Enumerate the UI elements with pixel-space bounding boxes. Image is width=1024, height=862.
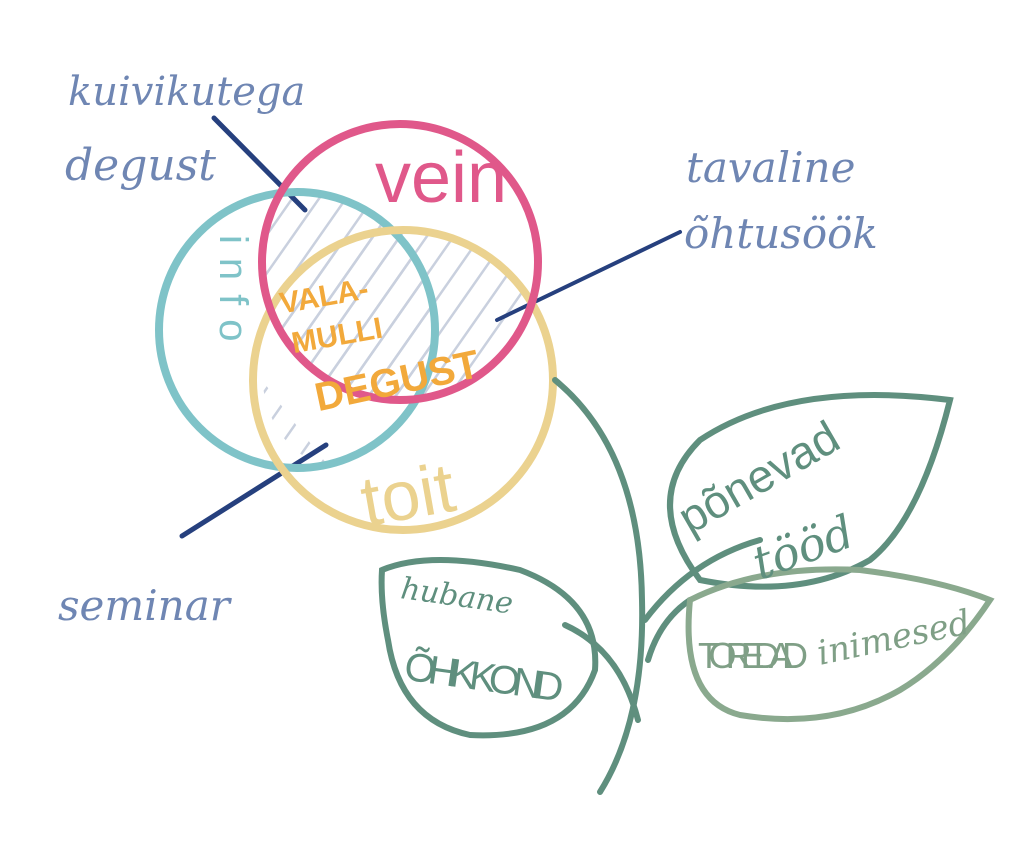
leaf-toredad-inimesed	[685, 566, 995, 723]
leaf-hubane-ohkkond	[378, 557, 599, 739]
label-tood: tööd	[745, 504, 861, 590]
label-vein: vein	[375, 138, 507, 218]
label-hubane: hubane	[399, 571, 516, 621]
label-info: info	[211, 235, 255, 356]
label-tavaline: tavaline	[686, 143, 855, 192]
connector-line-seminar	[179, 442, 329, 539]
label-ohkkond: ÕHKKOND	[402, 644, 567, 711]
label-toredad: TOREDAD	[698, 635, 808, 676]
label-degust: degust	[65, 140, 216, 191]
label-inimesed: inimesed	[814, 602, 974, 673]
circle-info	[155, 188, 439, 472]
label-seminar: seminar	[58, 581, 233, 630]
leaf-ponevad-tood	[667, 392, 954, 590]
label-toit: toit	[355, 448, 461, 541]
label-kuivikutega: kuivikutega	[68, 69, 305, 115]
circle-vein	[258, 120, 542, 404]
label-ohtusook: õhtusöök	[684, 209, 878, 258]
connector-line-ohtusook	[495, 230, 682, 322]
